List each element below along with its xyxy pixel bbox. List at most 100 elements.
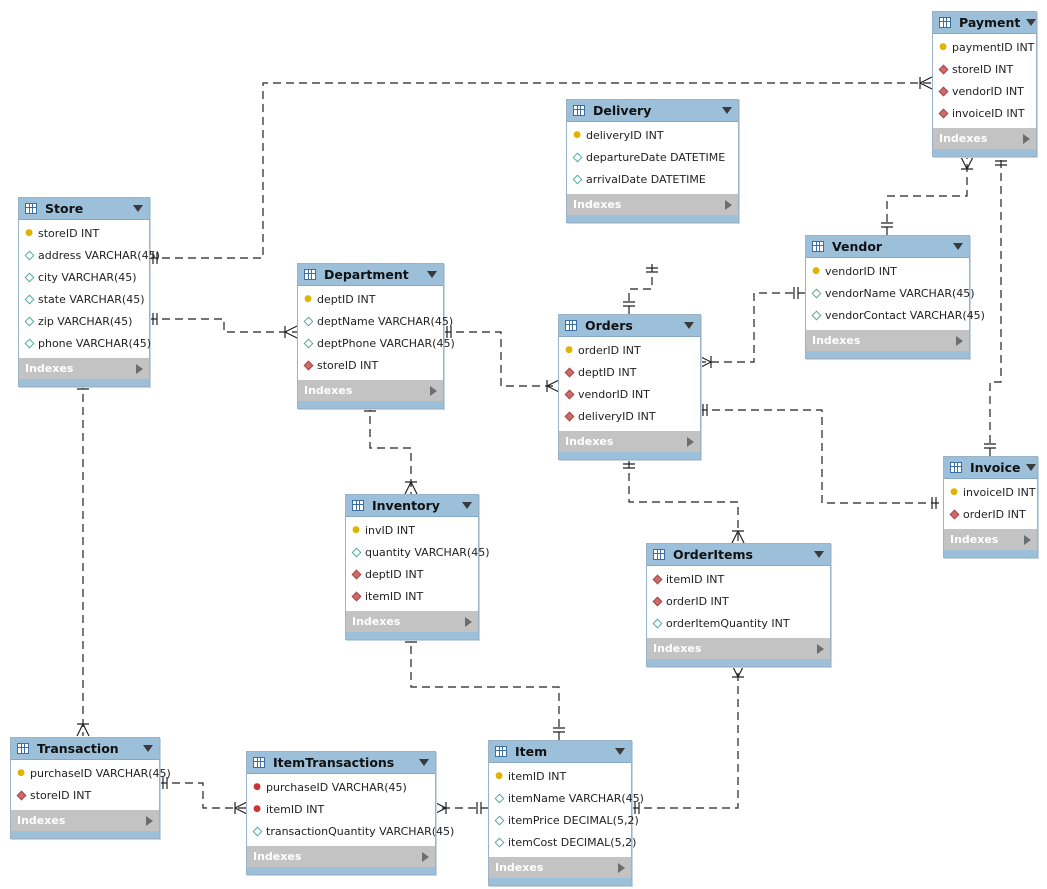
indexes-section[interactable]: Indexes bbox=[489, 857, 631, 878]
expand-arrow-icon[interactable] bbox=[430, 385, 437, 396]
column-row[interactable]: deliveryID INT bbox=[559, 405, 700, 427]
indexes-section[interactable]: Indexes bbox=[567, 194, 738, 215]
column-row[interactable]: itemName VARCHAR(45) bbox=[489, 787, 644, 809]
column-row[interactable]: deptPhone VARCHAR(45) bbox=[298, 332, 455, 354]
column-row[interactable]: ●vendorID INT bbox=[806, 260, 969, 282]
column-row[interactable]: deptName VARCHAR(45) bbox=[298, 310, 453, 332]
column-row[interactable]: ●itemID INT bbox=[489, 765, 631, 787]
column-row[interactable]: ●invID INT bbox=[346, 519, 478, 541]
collapse-toggle-icon[interactable] bbox=[722, 107, 732, 114]
column-row[interactable]: transactionQuantity VARCHAR(45) bbox=[247, 820, 454, 842]
table-header[interactable]: Delivery bbox=[567, 100, 738, 122]
indexes-section[interactable]: Indexes bbox=[298, 380, 443, 401]
indexes-section[interactable]: Indexes bbox=[19, 358, 149, 379]
collapse-toggle-icon[interactable] bbox=[427, 271, 437, 278]
collapse-toggle-icon[interactable] bbox=[462, 502, 472, 509]
indexes-section[interactable]: Indexes bbox=[647, 638, 830, 659]
column-row[interactable]: storeID INT bbox=[933, 58, 1036, 80]
table-itemtransactions[interactable]: ItemTransactions●purchaseID VARCHAR(45)●… bbox=[246, 751, 454, 875]
column-row[interactable]: ●deliveryID INT bbox=[567, 124, 738, 146]
expand-arrow-icon[interactable] bbox=[956, 335, 963, 346]
expand-arrow-icon[interactable] bbox=[687, 436, 694, 447]
column-row[interactable]: quantity VARCHAR(45) bbox=[346, 541, 490, 563]
column-row[interactable]: storeID INT bbox=[298, 354, 443, 376]
expand-arrow-icon[interactable] bbox=[1023, 133, 1030, 144]
indexes-section[interactable]: Indexes bbox=[944, 529, 1037, 550]
table-header[interactable]: Orders bbox=[559, 315, 700, 337]
column-row[interactable]: zip VARCHAR(45) bbox=[19, 310, 149, 332]
column-row[interactable]: vendorID INT bbox=[933, 80, 1036, 102]
table-header[interactable]: Invoice bbox=[944, 457, 1037, 479]
collapse-toggle-icon[interactable] bbox=[684, 322, 694, 329]
collapse-toggle-icon[interactable] bbox=[143, 745, 153, 752]
indexes-section[interactable]: Indexes bbox=[346, 611, 478, 632]
column-row[interactable]: ●purchaseID VARCHAR(45) bbox=[247, 776, 435, 798]
expand-arrow-icon[interactable] bbox=[725, 199, 732, 210]
column-row[interactable]: phone VARCHAR(45) bbox=[19, 332, 151, 354]
column-row[interactable]: ●orderID INT bbox=[559, 339, 700, 361]
table-header[interactable]: Item bbox=[489, 741, 631, 763]
column-row[interactable]: ●itemID INT bbox=[247, 798, 435, 820]
column-row[interactable]: ●deptID INT bbox=[298, 288, 443, 310]
column-row[interactable]: ●purchaseID VARCHAR(45) bbox=[11, 762, 171, 784]
indexes-section[interactable]: Indexes bbox=[933, 128, 1036, 149]
indexes-section[interactable]: Indexes bbox=[559, 431, 700, 452]
column-row[interactable]: itemCost DECIMAL(5,2) bbox=[489, 831, 636, 853]
column-row[interactable]: arrivalDate DATETIME bbox=[567, 168, 738, 190]
expand-arrow-icon[interactable] bbox=[422, 851, 429, 862]
expand-arrow-icon[interactable] bbox=[618, 862, 625, 873]
column-row[interactable]: state VARCHAR(45) bbox=[19, 288, 149, 310]
column-row[interactable]: departureDate DATETIME bbox=[567, 146, 738, 168]
indexes-section[interactable]: Indexes bbox=[11, 810, 159, 831]
table-header[interactable]: Payment bbox=[933, 12, 1037, 34]
collapse-toggle-icon[interactable] bbox=[133, 205, 143, 212]
table-header[interactable]: ItemTransactions bbox=[247, 752, 435, 774]
column-row[interactable]: orderID INT bbox=[944, 503, 1037, 525]
column-row[interactable]: deptID INT bbox=[559, 361, 700, 383]
expand-arrow-icon[interactable] bbox=[1024, 534, 1031, 545]
expand-arrow-icon[interactable] bbox=[465, 616, 472, 627]
expand-arrow-icon[interactable] bbox=[136, 363, 143, 374]
table-header[interactable]: OrderItems bbox=[647, 544, 830, 566]
collapse-toggle-icon[interactable] bbox=[1026, 464, 1037, 471]
table-transaction[interactable]: Transaction●purchaseID VARCHAR(45)storeI… bbox=[10, 737, 171, 839]
column-row[interactable]: orderItemQuantity INT bbox=[647, 612, 830, 634]
table-header[interactable]: Department bbox=[298, 264, 443, 286]
collapse-toggle-icon[interactable] bbox=[814, 551, 824, 558]
column-row[interactable]: address VARCHAR(45) bbox=[19, 244, 160, 266]
column-row[interactable]: orderID INT bbox=[647, 590, 830, 612]
table-header[interactable]: Store bbox=[19, 198, 149, 220]
collapse-toggle-icon[interactable] bbox=[1026, 19, 1037, 26]
column-row[interactable]: itemPrice DECIMAL(5,2) bbox=[489, 809, 639, 831]
table-header[interactable]: Vendor bbox=[806, 236, 969, 258]
collapse-toggle-icon[interactable] bbox=[953, 243, 963, 250]
column-row[interactable]: ●storeID INT bbox=[19, 222, 149, 244]
collapse-toggle-icon[interactable] bbox=[615, 748, 625, 755]
table-header[interactable]: Transaction bbox=[11, 738, 159, 760]
expand-arrow-icon[interactable] bbox=[817, 643, 824, 654]
indexes-section[interactable]: Indexes bbox=[247, 846, 435, 867]
column-row[interactable]: vendorID INT bbox=[559, 383, 700, 405]
expand-arrow-icon[interactable] bbox=[146, 815, 153, 826]
column-row[interactable]: city VARCHAR(45) bbox=[19, 266, 149, 288]
column-row[interactable]: vendorName VARCHAR(45) bbox=[806, 282, 975, 304]
column-row[interactable]: itemID INT bbox=[647, 568, 830, 590]
column-row[interactable]: ●paymentID INT bbox=[933, 36, 1036, 58]
column-row[interactable]: deptID INT bbox=[346, 563, 478, 585]
column-row[interactable]: invoiceID INT bbox=[933, 102, 1036, 124]
column-row[interactable]: itemID INT bbox=[346, 585, 478, 607]
indexes-section[interactable]: Indexes bbox=[806, 330, 969, 351]
table-header[interactable]: Inventory bbox=[346, 495, 478, 517]
column-row[interactable]: vendorContact VARCHAR(45) bbox=[806, 304, 985, 326]
column-row[interactable]: ●invoiceID INT bbox=[944, 481, 1037, 503]
collapse-toggle-icon[interactable] bbox=[419, 759, 429, 766]
